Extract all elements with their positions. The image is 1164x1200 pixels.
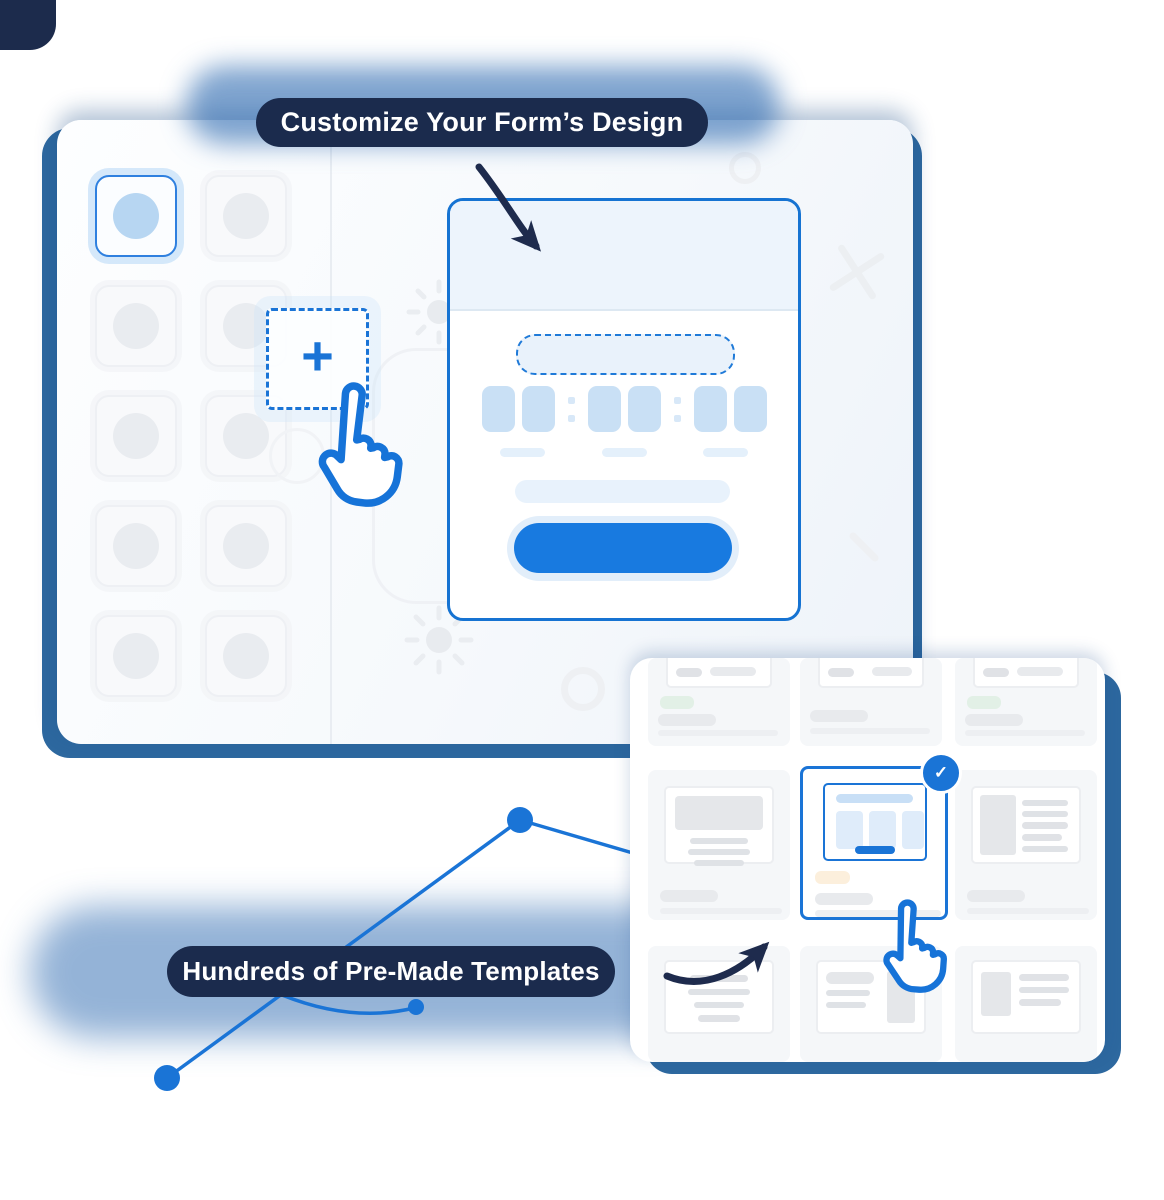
template-thumbnail-selected[interactable]: ✓ [800,752,962,920]
pointer-hand-icon [883,899,947,993]
template-thumbnail[interactable] [648,946,790,1062]
colon-icon [567,396,575,422]
builder-panel: + [57,120,913,744]
submit-button[interactable] [514,523,732,573]
dash-icon [849,532,879,562]
time-digit [733,386,767,432]
theme-swatch[interactable] [205,175,287,257]
swatch-dot [223,303,269,349]
time-digit [481,386,515,432]
theme-swatch[interactable] [95,615,177,697]
swatch-dot [113,633,159,679]
swatch-dot [113,193,159,239]
plus-icon: + [301,324,334,387]
checkmark-icon: ✓ [920,752,962,794]
form-field-bar[interactable] [515,480,730,503]
theme-swatch[interactable] [95,395,177,477]
time-picker[interactable] [450,386,798,432]
template-thumbnail[interactable] [800,946,942,1062]
templates-panel: ✓ [630,658,1105,1062]
time-digit [587,386,621,432]
template-thumbnail[interactable] [800,658,942,746]
swatch-dot [113,523,159,569]
customize-badge: Customize Your Form’s Design [256,98,708,147]
swatch-dot [113,303,159,349]
templates-badge-label: Hundreds of Pre-Made Templates [182,956,600,986]
theme-swatch[interactable] [205,505,287,587]
time-labels [450,448,798,457]
time-digit [521,386,555,432]
template-thumbnail[interactable] [648,770,790,920]
sidebar-divider [330,120,332,744]
time-digit [693,386,727,432]
selected-template-preview [823,783,927,861]
template-thumbnail[interactable] [648,658,790,746]
template-thumbnail[interactable] [955,946,1097,1062]
form-dashed-input[interactable] [516,334,735,375]
polyline-dot [507,807,533,833]
x-icon [829,244,885,300]
swatch-dot [223,193,269,239]
theme-swatch-selected[interactable] [95,175,177,257]
swatch-dot [223,633,269,679]
theme-swatch[interactable] [95,285,177,367]
customize-badge-label: Customize Your Form’s Design [280,107,684,137]
swatch-dot [223,523,269,569]
time-digit [627,386,661,432]
template-thumbnail[interactable] [955,770,1097,920]
corner-decoration [0,0,56,50]
colon-icon [673,396,681,422]
swatch-dot [223,413,269,459]
form-preview-card [447,198,801,621]
theme-swatch[interactable] [205,615,287,697]
polyline-dot [154,1065,180,1091]
form-header-band [450,201,798,311]
circle-ring-icon [729,152,761,184]
swatch-dot [113,413,159,459]
theme-swatch[interactable] [95,505,177,587]
templates-badge: Hundreds of Pre-Made Templates [167,946,615,997]
pointer-hand-icon [318,382,403,507]
circle-ring-icon [561,667,605,711]
template-thumbnail[interactable] [955,658,1097,746]
